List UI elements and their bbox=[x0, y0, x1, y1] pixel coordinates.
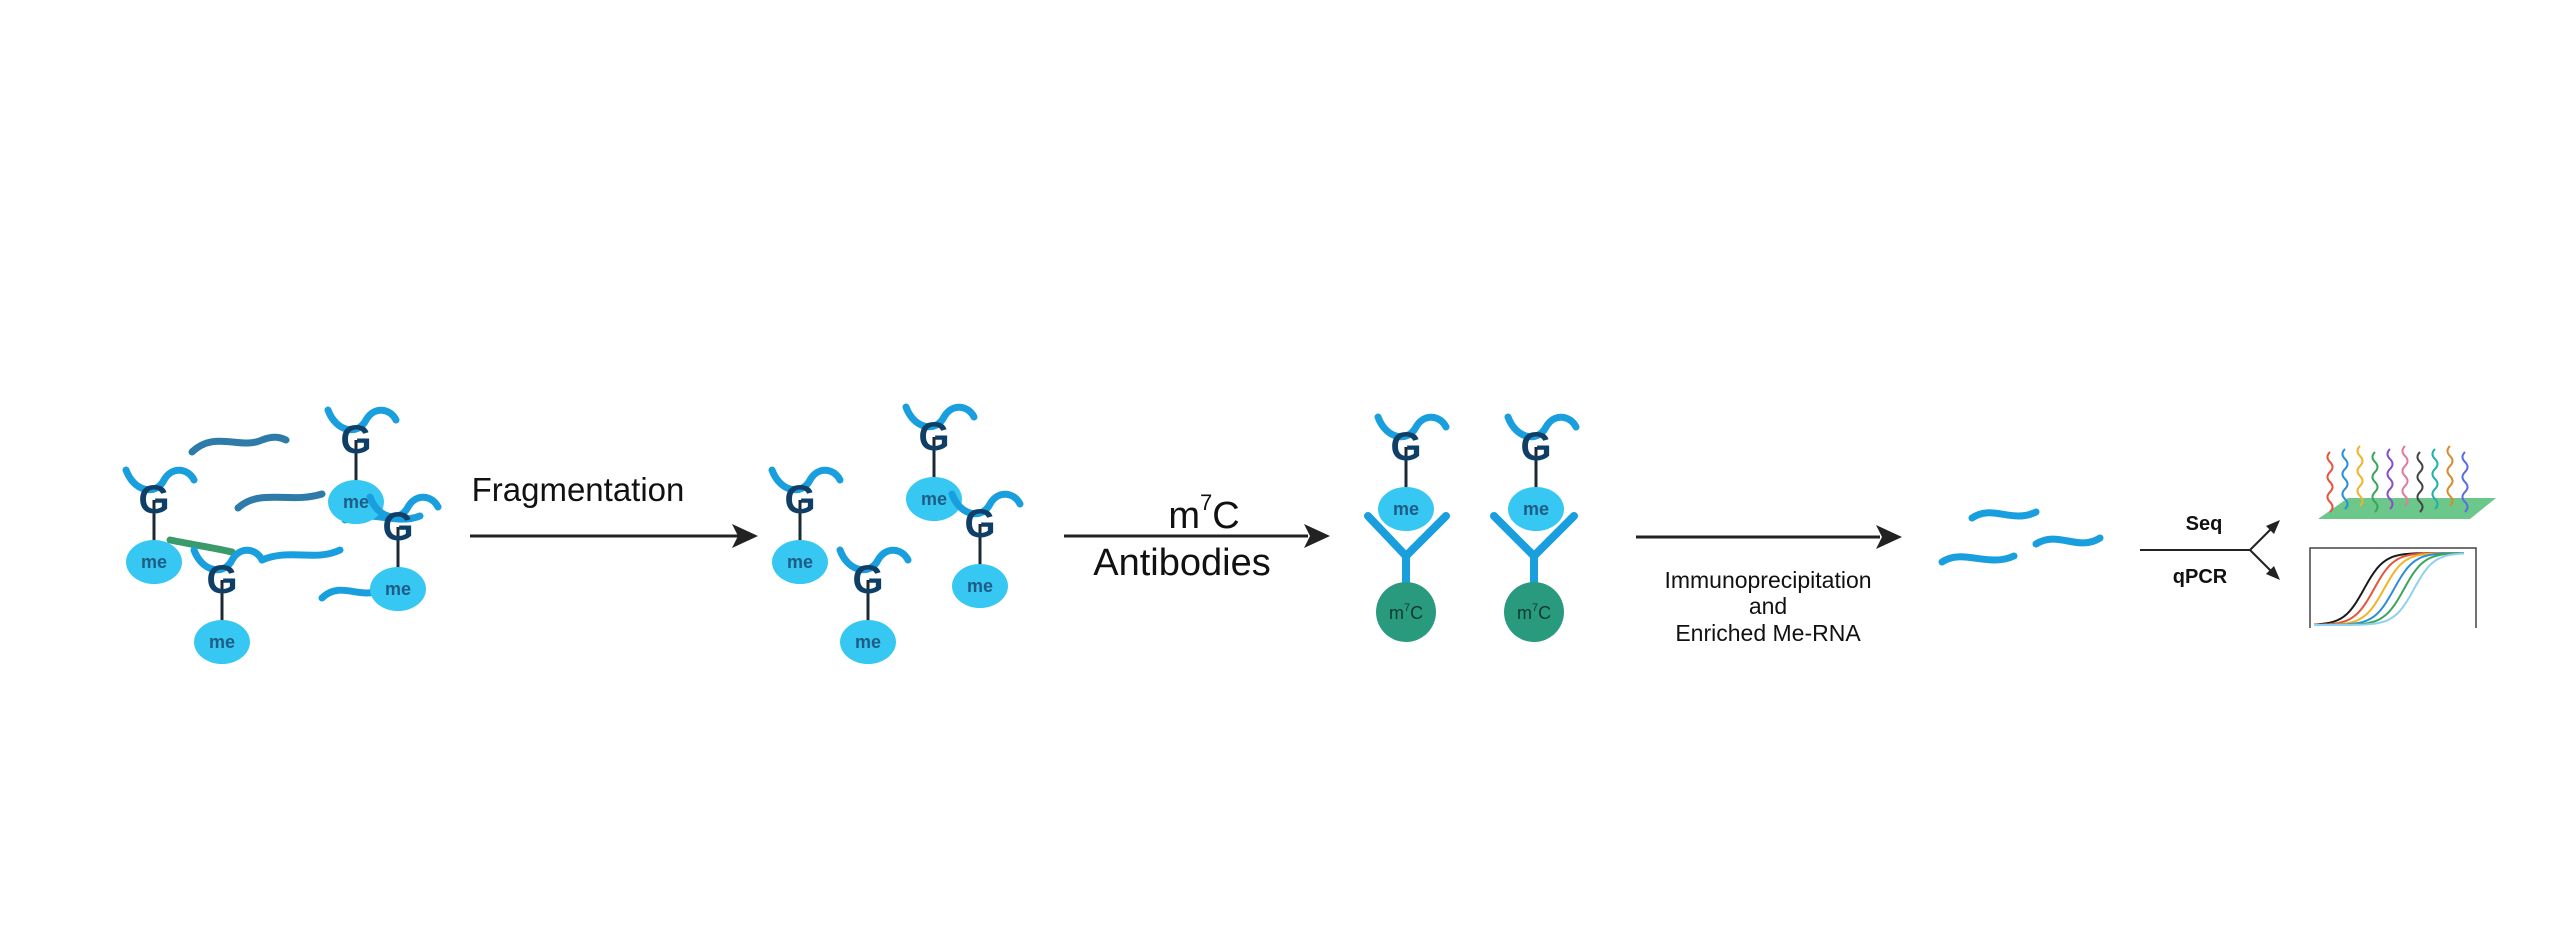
bead-label: m7C bbox=[1389, 602, 1423, 623]
sequencing-read bbox=[2461, 451, 2469, 513]
methyl-label: me bbox=[921, 489, 947, 509]
qpcr-frame bbox=[2309, 547, 2477, 628]
methyl-label: me bbox=[141, 552, 167, 572]
sequencing-array-icon bbox=[2318, 445, 2496, 519]
amplification-curve bbox=[2314, 552, 2465, 626]
methyl-label: me bbox=[343, 492, 369, 512]
stage-antibody-capture: G me m7C G me m7C bbox=[1364, 417, 1578, 642]
immunoprecipitation-step: Immunoprecipitation and Enriched Me-RNA bbox=[1636, 525, 1902, 646]
methyl-label: me bbox=[787, 552, 813, 572]
guanine-label: G bbox=[852, 558, 883, 602]
guanine-label: G bbox=[1520, 425, 1551, 469]
sequencing-reads bbox=[2326, 445, 2469, 513]
bead bbox=[1504, 582, 1564, 642]
methylated-nucleotide: G me bbox=[328, 410, 396, 524]
methylated-nucleotide: G me bbox=[772, 470, 840, 584]
methyl-label: me bbox=[1393, 499, 1419, 519]
guanine-label: G bbox=[206, 558, 237, 602]
methylated-nucleotide: G me bbox=[952, 494, 1020, 608]
amplification-curve bbox=[2314, 552, 2464, 626]
sequencing-read bbox=[2446, 445, 2454, 507]
arrow-head bbox=[732, 524, 758, 548]
sequencing-read bbox=[2341, 448, 2349, 510]
guanine-label: G bbox=[382, 505, 413, 549]
guanine-label: G bbox=[1390, 425, 1421, 469]
fork-arrow-seq bbox=[2249, 527, 2273, 551]
rna-strand bbox=[234, 490, 326, 512]
methyl-label: me bbox=[855, 632, 881, 652]
qpcr-label: qPCR bbox=[2173, 566, 2228, 588]
methyl-label: me bbox=[385, 579, 411, 599]
stage-enriched-rna bbox=[1938, 508, 2104, 566]
amplification-curve bbox=[2314, 552, 2464, 626]
amplification-curve bbox=[2314, 552, 2464, 626]
bead bbox=[1376, 582, 1436, 642]
sequencing-read bbox=[2326, 451, 2334, 513]
guanine-label: G bbox=[918, 415, 949, 459]
methylated-nucleotide: G me bbox=[840, 550, 908, 664]
rna-strand bbox=[166, 536, 236, 556]
fork-arrow-qpcr bbox=[2249, 549, 2273, 573]
antibody-bead-complex: G me m7C bbox=[1490, 417, 1578, 642]
ip-label-line1: Immunoprecipitation bbox=[1664, 567, 1871, 593]
antibody-icon bbox=[1490, 512, 1578, 586]
methylated-nucleotide: G me bbox=[906, 407, 974, 521]
fragmentation-step: Fragmentation bbox=[470, 471, 758, 548]
rna-strand bbox=[188, 433, 290, 456]
stage-fragmented-rna: G me G me G me G me bbox=[772, 407, 1020, 664]
antibody-step: m7C Antibodies bbox=[1064, 490, 1330, 584]
guanine-label: G bbox=[784, 478, 815, 522]
arrow-head bbox=[2266, 520, 2280, 534]
readout-fork: Seq qPCR bbox=[2140, 513, 2280, 588]
rna-strand bbox=[258, 546, 344, 564]
antibodies-label: Antibodies bbox=[1093, 542, 1270, 584]
methylated-nucleotide: G me bbox=[126, 470, 194, 584]
guanine-label: G bbox=[964, 502, 995, 546]
ip-label-line2: and bbox=[1749, 593, 1787, 619]
stage-intact-rna: G me G me G me G me bbox=[126, 410, 438, 664]
arrow-head bbox=[1304, 524, 1330, 548]
methylated-nucleotide: G me bbox=[370, 497, 438, 611]
methyl-label: me bbox=[209, 632, 235, 652]
antibody-bead-complex: G me m7C bbox=[1364, 417, 1450, 642]
guanine-label: G bbox=[340, 418, 371, 462]
amplification-curve bbox=[2313, 552, 2464, 626]
sequencing-read bbox=[2371, 451, 2379, 513]
seq-label: Seq bbox=[2186, 513, 2223, 535]
antibody-target-label: m7C bbox=[1168, 490, 1239, 537]
antibody-icon bbox=[1364, 512, 1450, 586]
arrow-head bbox=[1876, 525, 1902, 549]
methylated-nucleotide: G me bbox=[194, 550, 262, 664]
sequencing-read bbox=[2431, 448, 2439, 510]
sequencing-read bbox=[2386, 448, 2394, 510]
bead-label: m7C bbox=[1517, 602, 1551, 623]
arrow-head bbox=[2266, 566, 2280, 580]
methylated-nucleotide: G me bbox=[1378, 417, 1446, 531]
sequencing-read bbox=[2356, 445, 2364, 507]
fragmentation-label: Fragmentation bbox=[472, 471, 685, 508]
guanine-label: G bbox=[138, 478, 169, 522]
ip-label-line3: Enriched Me-RNA bbox=[1675, 620, 1861, 646]
amplification-curves bbox=[2313, 552, 2465, 626]
sequencing-read bbox=[2416, 451, 2424, 513]
methyl-label: me bbox=[967, 576, 993, 596]
rna-fragment bbox=[1938, 552, 2018, 566]
rna-fragment bbox=[2032, 534, 2104, 548]
methylated-nucleotide: G me bbox=[1508, 417, 1576, 531]
amplification-curve bbox=[2314, 552, 2464, 626]
qpcr-amplification-icon bbox=[2309, 547, 2477, 628]
sequencing-read bbox=[2401, 445, 2409, 507]
rna-fragment bbox=[1968, 508, 2040, 522]
methyl-label: me bbox=[1523, 499, 1549, 519]
